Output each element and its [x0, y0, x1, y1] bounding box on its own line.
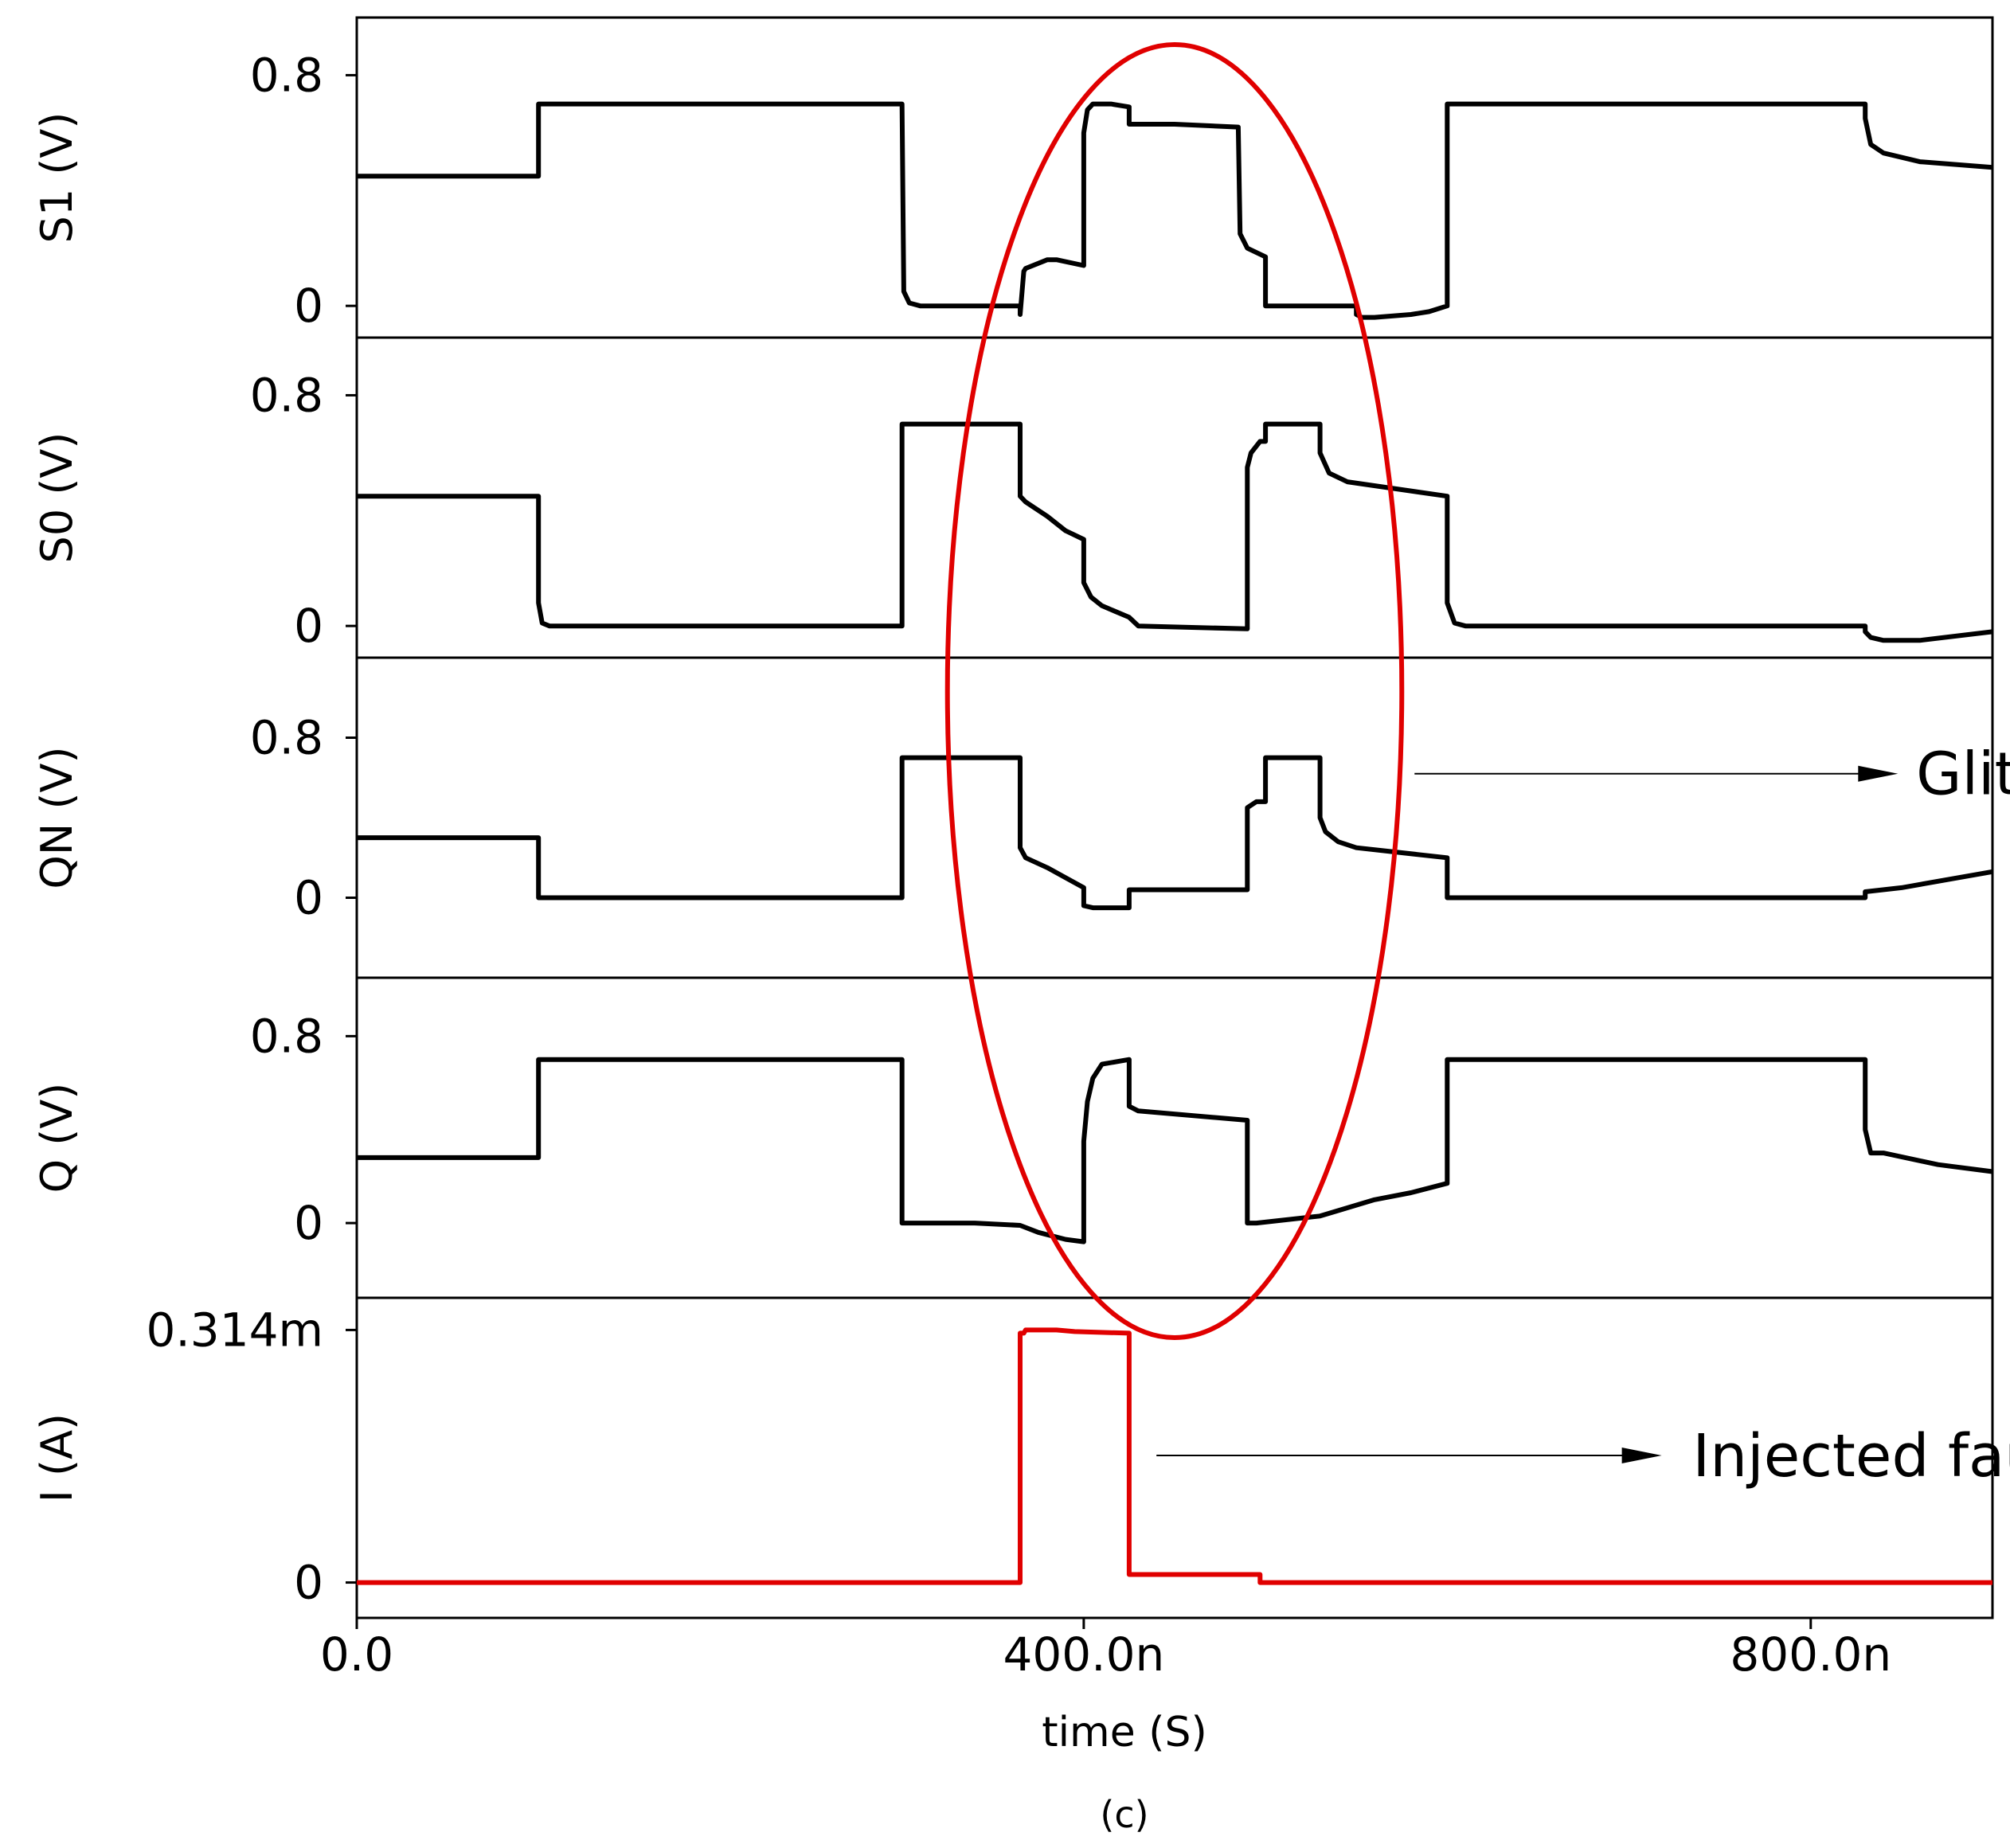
series-line: [357, 755, 1993, 911]
x-axis: 0.0 400.0n 800.0n: [320, 1618, 1891, 1682]
x-axis-label: time (S): [1042, 1709, 1207, 1756]
glitch-highlight-ellipse: [944, 42, 1405, 1340]
y-tick-label: 0.314m: [146, 1303, 323, 1357]
annotation-label: Injected fault: [1692, 1422, 2010, 1491]
y-axis-label: S1 (V): [32, 112, 82, 244]
panel-3: 0.8 0 Q (V): [32, 976, 1994, 1299]
y-tick-label: 0: [294, 1196, 323, 1250]
series-line: [357, 101, 1993, 320]
x-tick-label: 800.0n: [1730, 1627, 1891, 1682]
panel-4: 0.314m 0 I (A): [32, 1296, 1994, 1619]
y-axis-label: I (A): [32, 1413, 82, 1502]
y-axis-label: S0 (V): [32, 432, 82, 564]
annotation-arrowhead: [1621, 1447, 1662, 1463]
panel-frame: [355, 976, 1994, 1299]
panel-1: 0.8 0 S0 (V): [32, 336, 1994, 659]
y-tick-label: 0.8: [250, 1009, 323, 1063]
y-tick-label: 0.8: [250, 711, 323, 765]
series-line: [357, 421, 1993, 643]
panel-frame: [355, 336, 1994, 659]
series-line: [357, 1057, 1993, 1244]
y-axis-label: QN (V): [32, 746, 82, 889]
series-line: [357, 1327, 1992, 1585]
y-tick-label: 0: [294, 1556, 323, 1610]
y-tick-label: 0: [294, 599, 323, 653]
x-tick-label: 400.0n: [1003, 1627, 1164, 1682]
panel-frame: [355, 656, 1994, 979]
panel-frame: [355, 1296, 1994, 1619]
annotation-label: Glitch: [1916, 740, 2010, 809]
figure-caption: (c): [1100, 1793, 1148, 1836]
panel-frame: [355, 16, 1994, 339]
x-tick-label: 0.0: [320, 1627, 393, 1682]
y-tick-label: 0.8: [250, 368, 323, 422]
y-tick-label: 0: [294, 871, 323, 925]
y-tick-label: 0: [294, 279, 323, 333]
annotation-arrowhead: [1858, 765, 1899, 782]
y-axis-label: Q (V): [32, 1083, 82, 1194]
annotations-layer: GlitchInjected fault: [944, 42, 2010, 1491]
y-tick-label: 0.8: [250, 48, 323, 102]
panel-2: 0.8 0 QN (V): [32, 656, 1994, 979]
panel-0: 0.8 0 S1 (V): [32, 16, 1994, 339]
